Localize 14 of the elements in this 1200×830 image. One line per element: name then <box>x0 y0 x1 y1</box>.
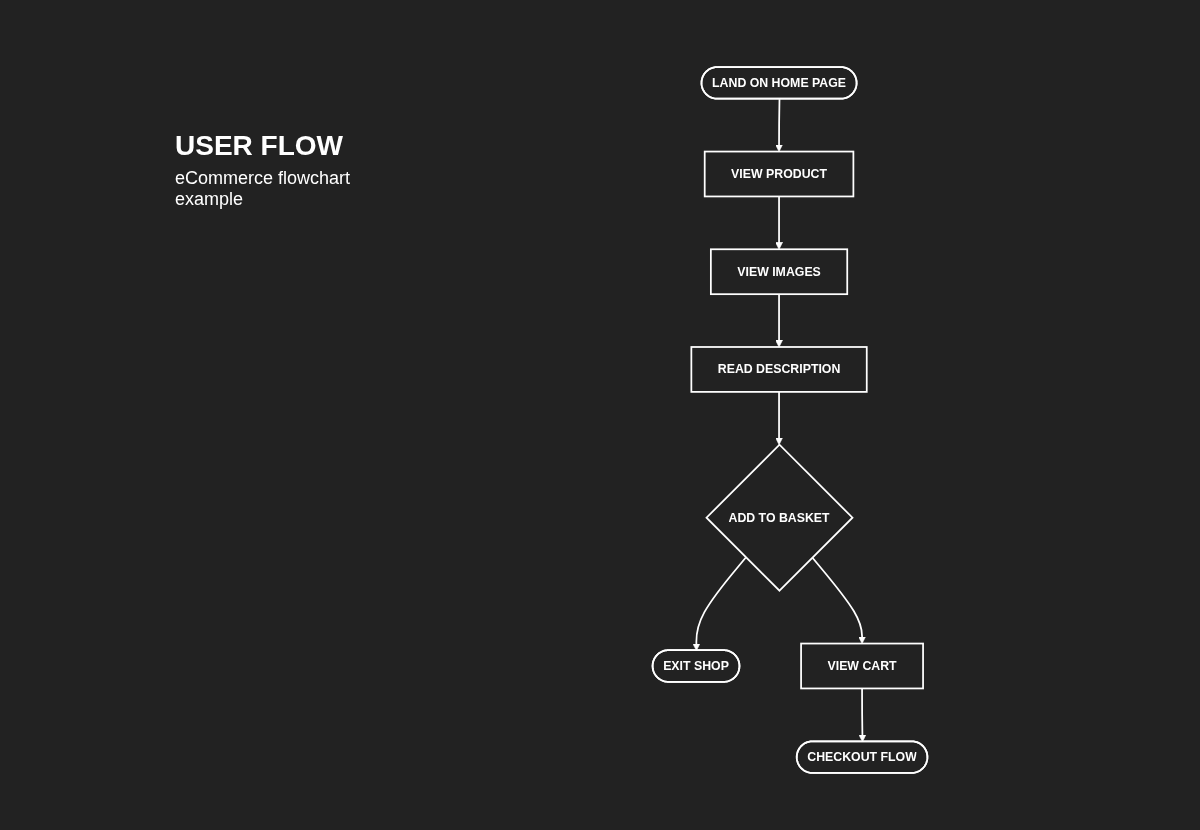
node-box: VIEW PRODUCT <box>703 150 855 198</box>
node-diamond: ADD TO BASKET <box>705 443 854 592</box>
arrow <box>775 293 783 348</box>
diagram-title: USER FLOW <box>175 130 344 162</box>
node-box: READ DESCRIPTION <box>690 346 868 393</box>
node-box: VIEW CART <box>800 642 924 690</box>
arrow <box>775 391 783 446</box>
arrow <box>858 687 867 743</box>
arrow <box>692 556 747 651</box>
arrow <box>775 98 783 152</box>
arrow <box>811 556 866 644</box>
subtitle-text: eCommerce flowchart example <box>175 168 352 210</box>
node-box: VIEW IMAGES <box>710 248 849 296</box>
arrow <box>775 195 783 250</box>
